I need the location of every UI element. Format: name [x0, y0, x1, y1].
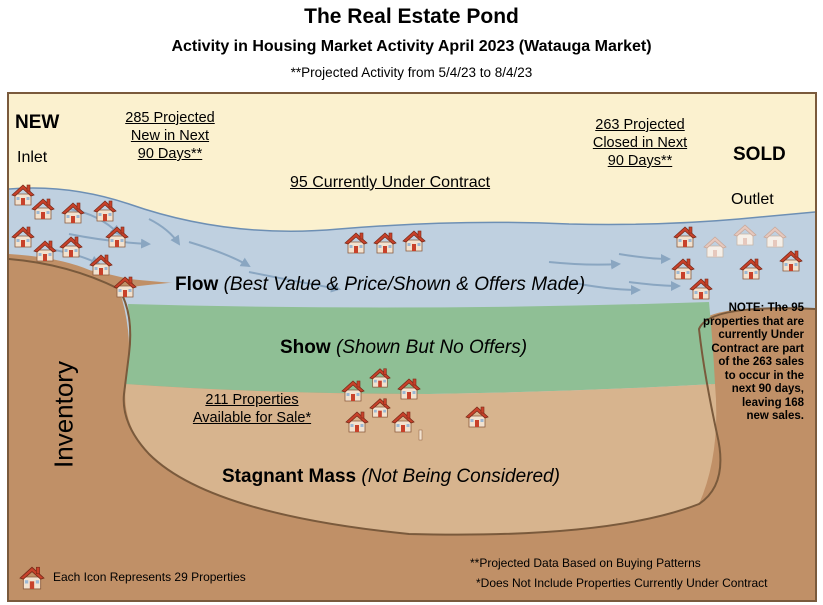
flow-label: Flow (Best Value & Price/Shown & Offers … [175, 274, 586, 295]
under-contract-label: 95 Currently Under Contract [290, 174, 491, 191]
legend-text: Each Icon Represents 29 Properties [53, 570, 246, 584]
footnote-projected: **Projected Data Based on Buying Pattern… [470, 556, 701, 570]
footnote-contract: *Does Not Include Properties Currently U… [476, 576, 768, 590]
water-surface [9, 187, 815, 232]
pond-illustration [9, 184, 815, 600]
stagnant-label: Stagnant Mass (Not Being Considered) [222, 466, 560, 487]
inlet-label: Inlet [17, 149, 48, 166]
water-flow [9, 188, 815, 324]
show-label: Show (Shown But No Offers) [280, 337, 528, 358]
pond-bank [9, 254, 815, 600]
projection-note: **Projected Activity from 5/4/23 to 8/4/… [290, 65, 533, 80]
side-note: NOTE: The 95 properties that are current… [703, 302, 804, 422]
inlet-projected: 285 Projected New in Next 90 Days** [125, 110, 215, 162]
page-title: The Real Estate Pond [304, 5, 519, 28]
outlet-label: Outlet [731, 191, 774, 208]
stagnant-zone [125, 384, 717, 535]
pond-outline [9, 258, 815, 536]
available-label: 211 Properties Available for Sale* [192, 392, 312, 426]
outlet-projected: 263 Projected Closed in Next 90 Days** [592, 117, 688, 169]
page-subtitle: Activity in Housing Market Activity Apri… [171, 38, 652, 55]
inlet-heading: NEW [15, 112, 60, 133]
available-houses [341, 368, 489, 441]
show-zone [126, 302, 715, 394]
inventory-label: Inventory [48, 361, 79, 468]
under-contract-houses [344, 230, 426, 254]
pond-diagram: NEW Inlet 285 Projected New in Next 90 D… [7, 92, 817, 602]
outlet-heading: SOLD [733, 144, 786, 165]
